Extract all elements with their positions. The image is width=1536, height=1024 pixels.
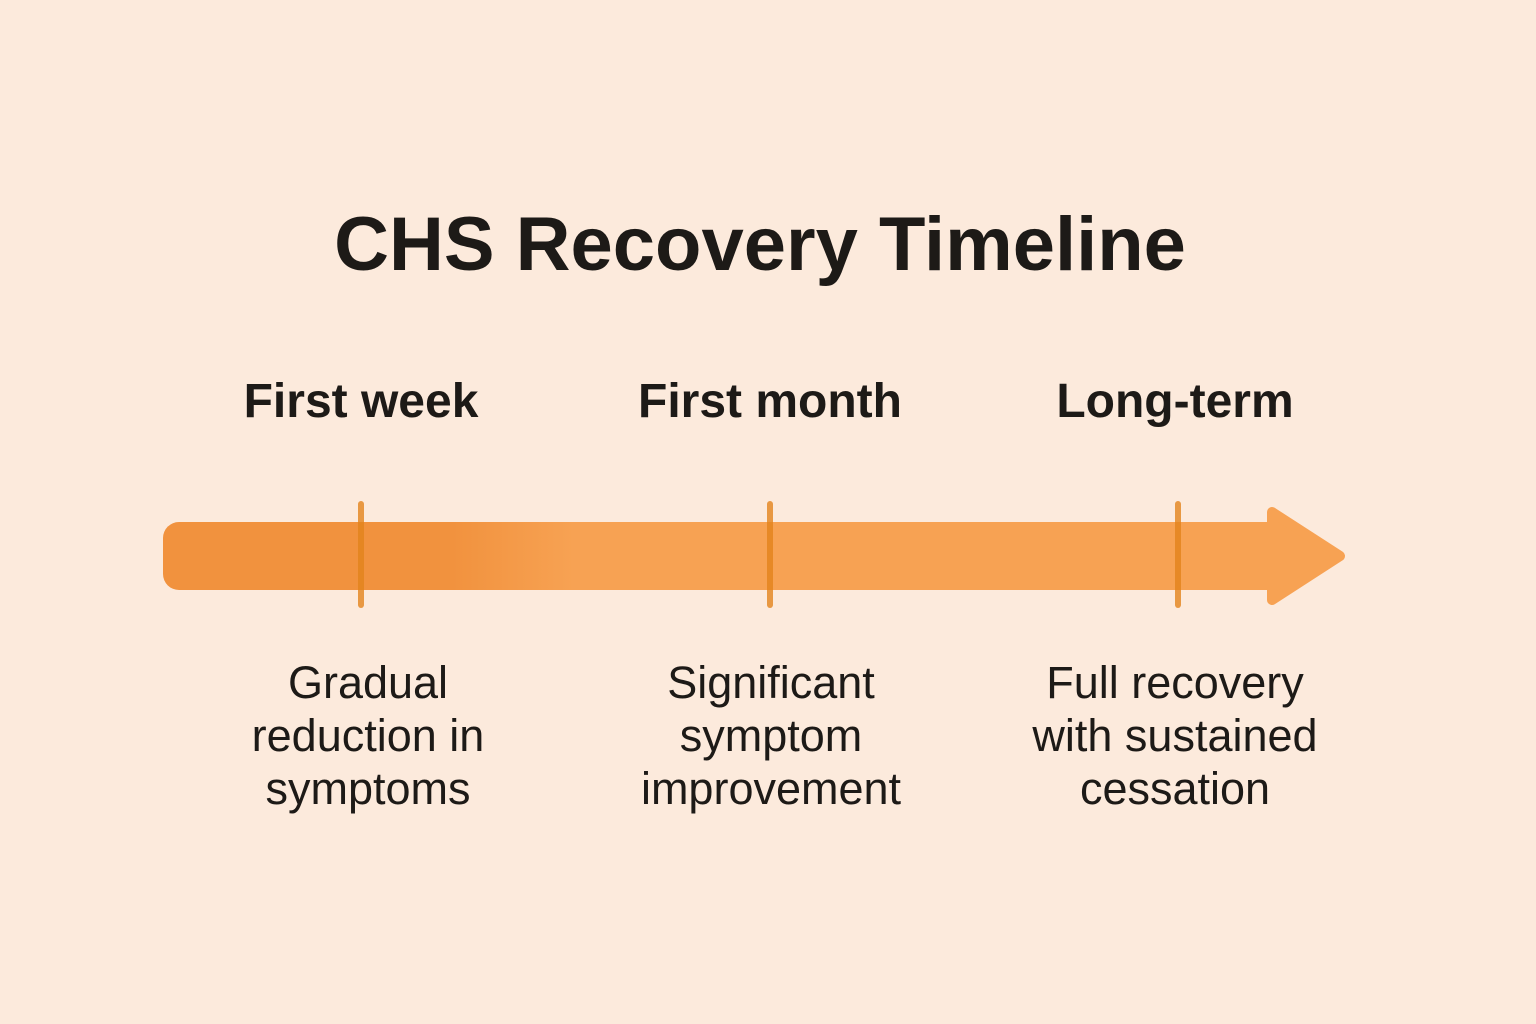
tick-mark-long-term bbox=[1175, 501, 1181, 608]
description-line: reduction in bbox=[251, 710, 485, 761]
description-line: Full recovery bbox=[1046, 657, 1304, 708]
description-line: symptoms bbox=[265, 763, 471, 814]
phase-description-first-month: Significant symptom improvement bbox=[531, 656, 1011, 815]
tick-mark-first-week bbox=[358, 501, 364, 608]
description-line: symptom bbox=[679, 710, 863, 761]
phase-label-first-month: First month bbox=[638, 375, 902, 428]
description-line: with sustained bbox=[1032, 710, 1318, 761]
tick-mark-first-month bbox=[767, 501, 773, 608]
description-line: Gradual bbox=[287, 657, 449, 708]
description-line: cessation bbox=[1079, 763, 1271, 814]
timeline-arrow-bar bbox=[163, 522, 1273, 590]
phase-label-first-week: First week bbox=[243, 375, 479, 428]
description-line: improvement bbox=[640, 763, 902, 814]
timeline-arrowhead-icon bbox=[1267, 507, 1345, 605]
description-line: Significant bbox=[667, 657, 875, 708]
phase-description-first-week: Gradual reduction in symptoms bbox=[128, 656, 608, 815]
phase-description-long-term: Full recovery with sustained cessation bbox=[935, 656, 1415, 815]
page-title: CHS Recovery Timeline bbox=[334, 201, 1186, 287]
phase-label-long-term: Long-term bbox=[1056, 375, 1294, 428]
